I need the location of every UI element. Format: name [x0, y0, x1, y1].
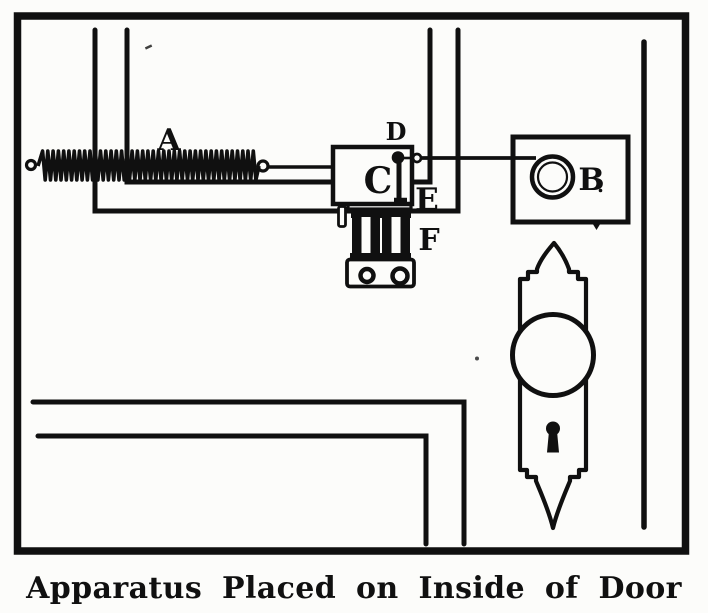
base-screw-hole-left	[358, 266, 376, 285]
magnet-coil-left-highlight	[361, 217, 371, 255]
magnet-pole-bar	[351, 211, 411, 218]
label-hinge-box-c: C	[364, 160, 393, 202]
print-speck-mid	[475, 356, 479, 361]
spring-coil	[36, 149, 261, 182]
door-knob	[510, 312, 596, 398]
lower-panel-moulding-inner	[35, 433, 429, 547]
label-spring-a: A	[156, 123, 181, 158]
door-frame-border	[13, 12, 690, 555]
figure-caption: Apparatus Placed on Inside of Door	[26, 571, 682, 606]
upper-panel-moulding-inner	[124, 27, 433, 185]
magnet-coil-right-highlight	[391, 217, 401, 255]
magnet-bottom-yoke	[350, 253, 411, 262]
print-speck-top-left	[144, 44, 153, 50]
label-contact-e: E	[415, 182, 439, 218]
bell-gong-inner	[536, 161, 569, 193]
label-pivot-d: D	[386, 117, 407, 146]
lower-panel-moulding-outer	[30, 399, 467, 547]
pivot-dot	[391, 151, 405, 164]
bell-hammer-notch	[591, 221, 602, 230]
magnet-side-tab	[337, 205, 347, 228]
spring-left-eyelet	[24, 158, 38, 172]
label-magnet-f: F	[418, 223, 439, 258]
base-screw-hole-right	[390, 266, 410, 286]
print-speck-after-b	[598, 188, 603, 193]
label-bell-b: B	[578, 162, 604, 198]
contact-ring	[411, 152, 423, 164]
spring-right-eyelet	[256, 159, 270, 173]
upper-panel-moulding-outer	[92, 27, 461, 214]
keyhole-slot	[547, 431, 559, 453]
